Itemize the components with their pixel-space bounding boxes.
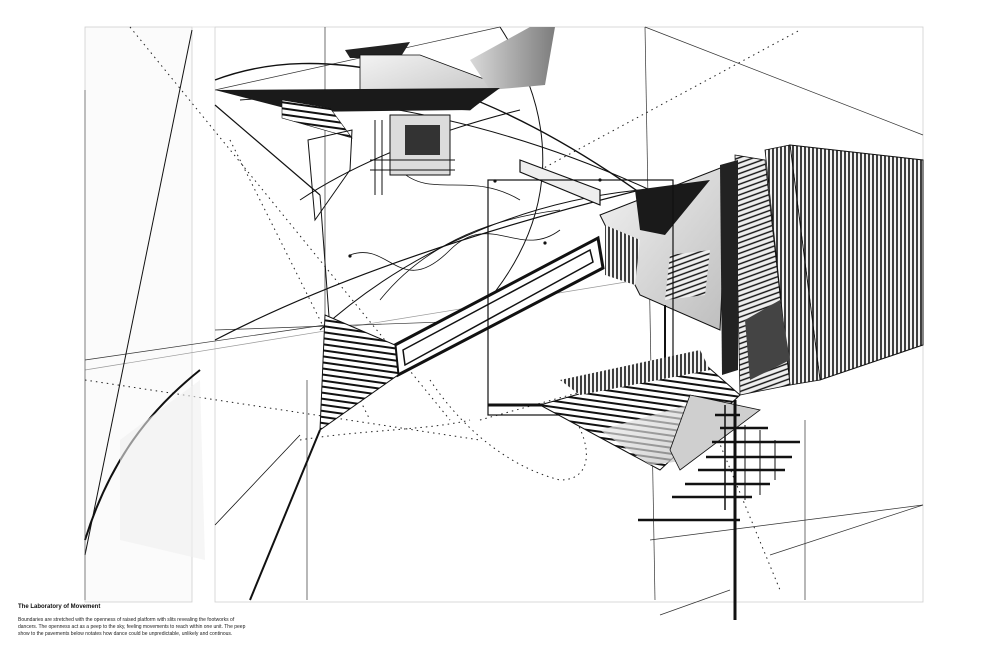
pyramid-object xyxy=(487,164,729,416)
construction-lines xyxy=(84,26,924,616)
lower-stair-fan xyxy=(538,350,761,471)
comb-structure xyxy=(638,400,800,620)
upper-structure xyxy=(215,27,555,222)
caption-body: Boundaries are stretched with the openne… xyxy=(18,617,246,637)
right-hatched-block xyxy=(720,144,924,396)
caption-title: The Laboratory of Movement xyxy=(18,604,101,610)
left-fan-cone xyxy=(120,314,399,601)
caption: The Laboratory of Movement Boundaries ar… xyxy=(18,604,248,638)
dotted-lines xyxy=(84,26,801,591)
